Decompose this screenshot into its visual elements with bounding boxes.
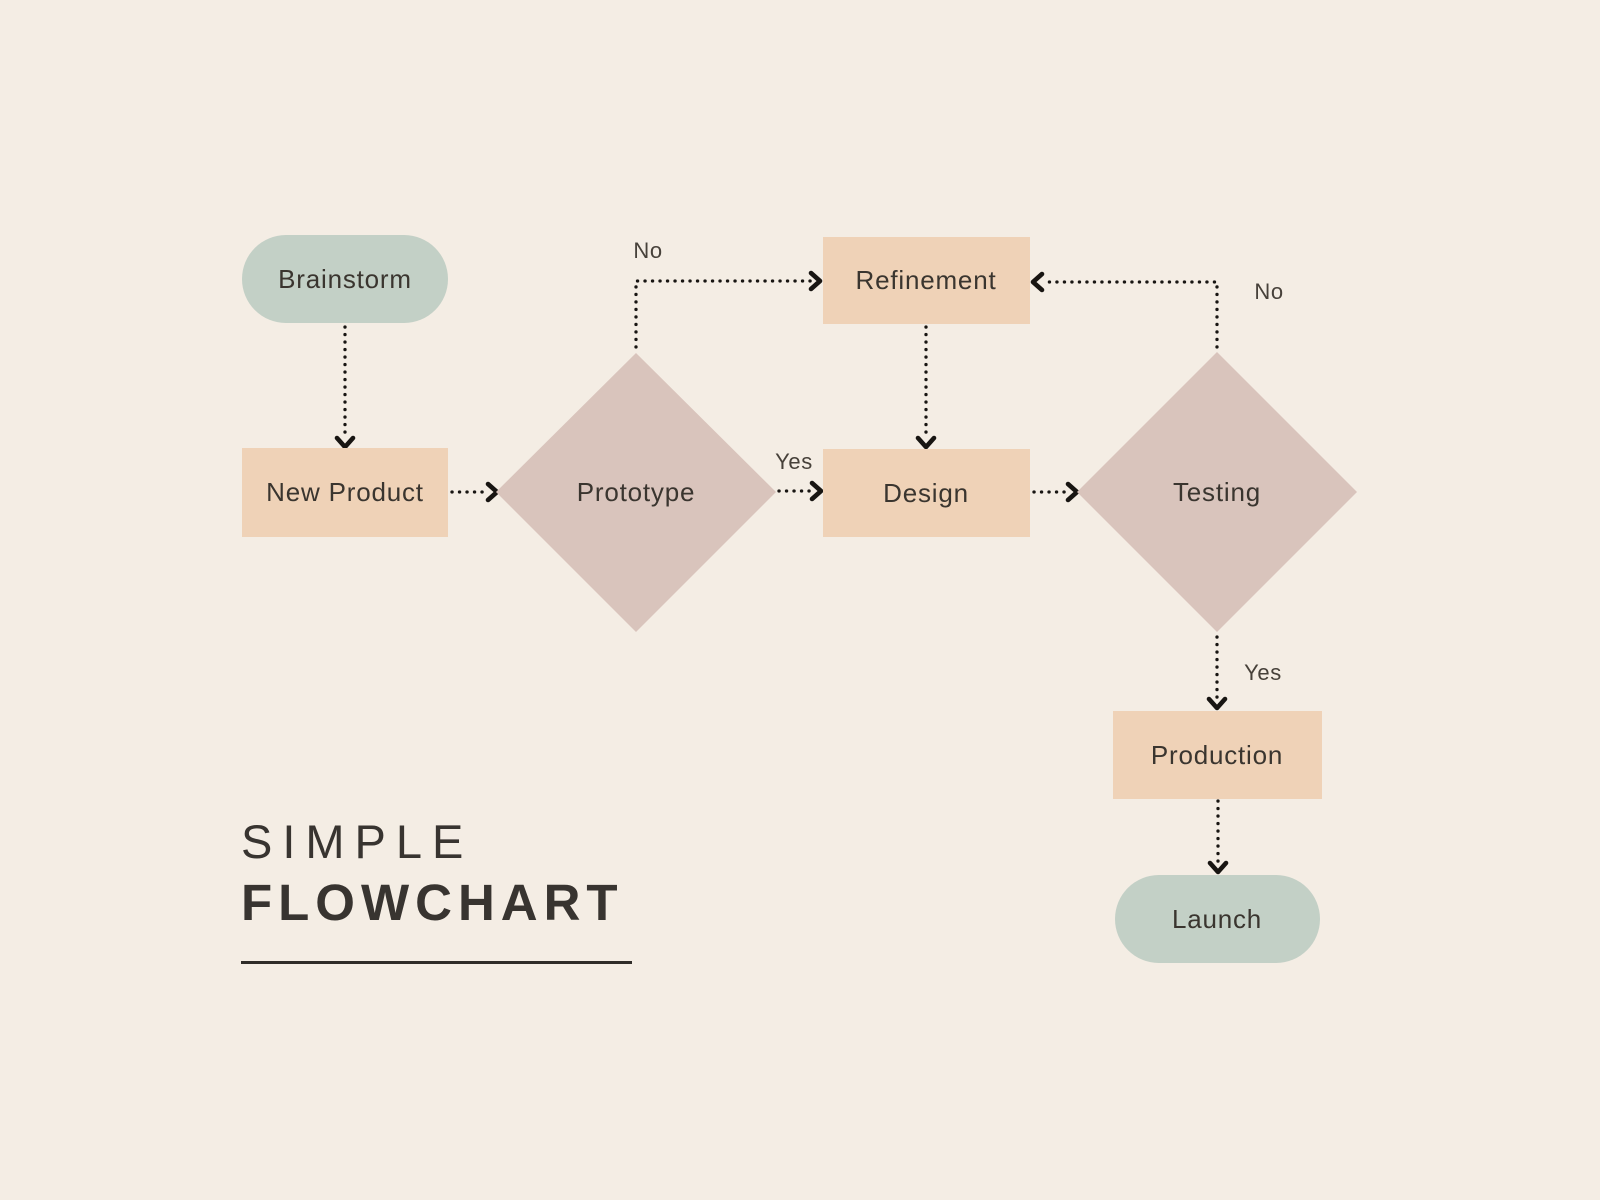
node-launch-label: Launch: [1172, 904, 1262, 934]
title-underline: [241, 961, 632, 964]
arrowhead-down-design: [915, 435, 937, 450]
edge-label-prototype-yes: Yes: [775, 449, 813, 474]
node-new-product-shape: [242, 448, 448, 537]
arrowhead-down-new-product: [334, 435, 356, 450]
title-line-2: FLOWCHART: [241, 874, 624, 931]
arrowhead-right-testing: [1065, 481, 1080, 503]
edge-label-testing-yes: Yes: [1244, 660, 1282, 685]
node-refinement-shape: [823, 237, 1030, 324]
node-production-label: Production: [1151, 740, 1283, 770]
edge-prototype-to-refinement: [634, 279, 813, 349]
node-design-label: Design: [883, 478, 969, 508]
node-prototype-label: Prototype: [577, 477, 696, 507]
node-production-shape: [1113, 711, 1322, 799]
node-refinement-label: Refinement: [856, 265, 997, 295]
node-prototype-shape: [496, 353, 776, 632]
arrowhead-right-design: [809, 480, 824, 502]
edge-label-prototype-no: No: [633, 238, 662, 263]
node-testing-label: Testing: [1173, 477, 1261, 507]
edge-label-testing-no: No: [1254, 279, 1283, 304]
node-brainstorm-label: Brainstorm: [278, 264, 412, 294]
edge-testing-to-refinement: [1040, 280, 1219, 349]
node-new-product-label: New Product: [266, 477, 424, 507]
node-launch-shape: [1115, 875, 1320, 963]
title-line-1: SIMPLE: [241, 815, 474, 868]
arrowhead-down-production: [1206, 696, 1228, 711]
node-brainstorm-shape: [242, 235, 448, 323]
node-design-shape: [823, 449, 1030, 537]
arrowhead-down-launch: [1207, 860, 1229, 875]
title-block: SIMPLE FLOWCHART: [241, 812, 632, 964]
node-testing-shape: [1077, 352, 1357, 632]
arrowhead-right-refinement: [808, 270, 823, 292]
arrowhead-right-prototype: [485, 481, 500, 503]
arrowhead-left-refinement: [1030, 271, 1045, 293]
